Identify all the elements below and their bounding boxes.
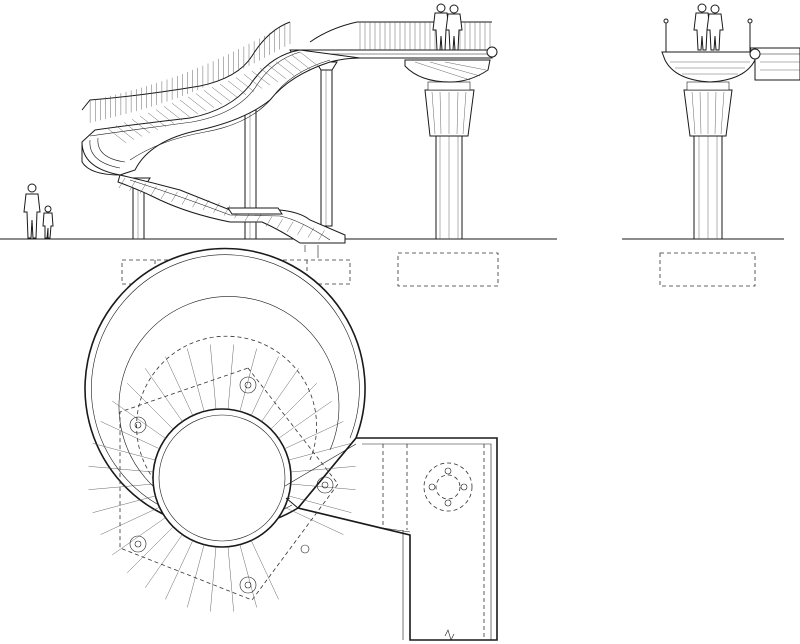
hatch-line [123,122,143,137]
hatch-line [250,356,279,416]
hatch-line [267,64,287,79]
hatch-line [171,103,191,118]
hatch-line [290,466,356,473]
hatch-line [235,77,255,92]
hatch-line [299,51,319,67]
hatch-line [127,526,174,573]
hatch-line [187,544,205,608]
hatch-line [203,90,223,105]
hatch-line [139,115,159,131]
main-column [404,59,491,240]
hatch-line [179,99,199,115]
hatch-line [243,74,263,89]
hatch-line [211,87,231,102]
hatch-line [297,224,304,235]
hatch-line [288,495,352,513]
hatch-line [127,383,174,430]
hatch-line [187,96,207,111]
hatch-line [165,540,194,600]
hatch-line [265,216,273,227]
hatch-line [284,506,344,535]
hatch-line [147,112,167,127]
hatch-line [92,495,156,513]
hatch-line [118,177,126,189]
hatch-line [239,544,257,608]
hatch-line [131,119,151,134]
hatch-line [286,221,294,233]
hatch-line [165,356,194,416]
hatch-line [100,506,160,535]
hatch-line [291,55,311,70]
hatch-line [290,483,356,490]
hatch-line [227,546,234,612]
hatch-line [213,202,220,213]
hatch-line [150,186,157,197]
hatch-line [270,383,317,430]
baluster-posts [129,376,334,594]
hatch-line [107,128,127,143]
hatch-line [115,125,135,140]
foundation-end [659,252,756,287]
hatch-line [160,188,168,200]
hatch-line [171,191,178,202]
hatch-line [88,483,154,490]
hatch-line [100,421,160,450]
person-child [42,205,54,239]
stair-well [152,408,292,548]
hatch-line [261,368,300,422]
hatch-line [259,67,279,83]
hatch-line [187,348,205,412]
platform-people-side [432,3,463,51]
hatch-line [250,540,279,600]
hatch-line [144,368,183,422]
hatch-line [318,230,325,241]
end-elevation [622,3,800,287]
hatch-line [92,443,156,461]
hatch-line [219,83,239,99]
hatch-line [251,71,271,86]
hatch-line [112,400,166,439]
hatch-line [227,344,234,410]
hatch-line [278,400,332,439]
hatch-line [276,219,283,230]
hatch-line [284,421,344,450]
hatch-line [223,205,231,216]
hatch-line [210,344,217,410]
side-elevation [0,3,557,287]
hatch-line [144,534,183,588]
hatch-line [155,109,175,124]
hatch-line [275,61,295,76]
hatch-line [210,546,217,612]
spiral-stair [81,21,361,258]
hatch-line [288,443,352,461]
hatch-line [239,348,257,412]
foundation-main-column [397,252,499,287]
hatch-line [227,80,247,95]
hatch-line [88,466,154,473]
platform-people-end [693,3,724,51]
plan-view [84,247,498,641]
hatch-line [195,93,215,108]
hatch-line [202,199,210,211]
person-adult [23,183,41,239]
hatch-line [163,106,183,121]
hatch-line [129,180,136,191]
main-column-plan [423,462,473,512]
hatch-line [283,58,303,73]
hatch-line [181,194,189,205]
